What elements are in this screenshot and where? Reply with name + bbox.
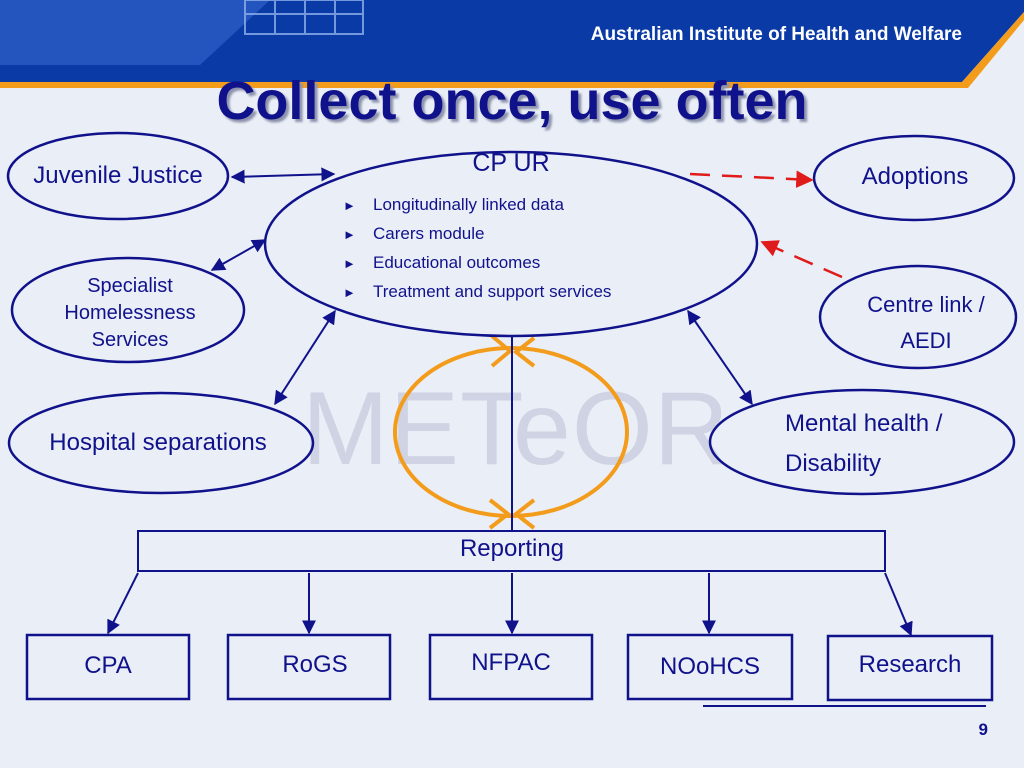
bullet-icon: ► — [343, 256, 356, 271]
hospital-separations-label: Hospital separations — [49, 429, 267, 456]
page-title: Collect once, use often — [216, 71, 808, 131]
hub-title: CP UR — [472, 149, 550, 177]
adoptions-dashed-arrow — [689, 170, 814, 188]
header-banner — [0, 0, 1024, 88]
list-item: ►Carers module — [343, 223, 611, 252]
output-label-cpa: CPA — [84, 652, 132, 679]
cycle-arrowhead-bottom-right — [512, 498, 536, 530]
adoptions-label: Adoptions — [861, 163, 969, 190]
specialist-homelessness-label: Specialist Homelessness Services — [64, 275, 196, 351]
arrow-to-cpa — [107, 572, 139, 635]
hospital-connector — [274, 309, 336, 406]
mental-health-connector — [687, 309, 753, 406]
output-label-nfpac: NFPAC — [471, 649, 551, 676]
output-label-research: Research — [858, 651, 962, 678]
list-item: ►Longitudinally linked data — [343, 194, 611, 223]
centre-link-label: Centre link / AEDI — [867, 292, 985, 353]
output-label-noohcs: NOoHCS — [659, 653, 761, 680]
list-item: ►Educational outcomes — [343, 252, 611, 281]
reporting-bar — [137, 530, 886, 572]
centre-link-node — [818, 264, 1018, 370]
cycle-arrowhead-top-left — [490, 334, 514, 368]
page-number: 9 — [978, 720, 988, 739]
org-name: Australian Institute of Health and Welfa… — [590, 24, 962, 45]
output-label-rogs: RoGS — [282, 651, 348, 678]
noohcs-box — [626, 633, 794, 701]
mental-health-node — [708, 388, 1016, 496]
bullet-icon: ► — [343, 198, 356, 213]
bullet-icon: ► — [343, 227, 356, 242]
juvenile-justice-label: Juvenile Justice — [33, 162, 203, 189]
list-item: ►Treatment and support services — [343, 281, 611, 310]
centre-link-dashed-arrow — [760, 240, 843, 279]
adoptions-node — [812, 134, 1016, 222]
reporting-label: Reporting — [459, 535, 565, 562]
grid-graphic — [244, 0, 364, 35]
specialist-homelessness-node — [10, 256, 246, 364]
arrow-to-research — [884, 572, 913, 637]
juvenile-justice-connector — [230, 167, 336, 184]
homelessness-connector — [210, 239, 267, 271]
nfpac-box — [428, 633, 594, 701]
rogs-box — [226, 633, 392, 701]
cpa-box — [25, 633, 191, 701]
meteor-watermark: METeOR — [302, 371, 730, 487]
cycle-arrowhead-bottom-left — [488, 498, 512, 530]
research-box — [826, 634, 994, 702]
hospital-separations-node — [7, 391, 315, 495]
juvenile-justice-node — [6, 131, 230, 221]
cycle-arrowhead-top-right — [512, 336, 536, 368]
mental-health-label: Mental health / Disability — [785, 410, 943, 477]
bullet-icon: ► — [343, 285, 356, 300]
hub-item-list: ►Longitudinally linked data ►Carers modu… — [343, 194, 611, 310]
